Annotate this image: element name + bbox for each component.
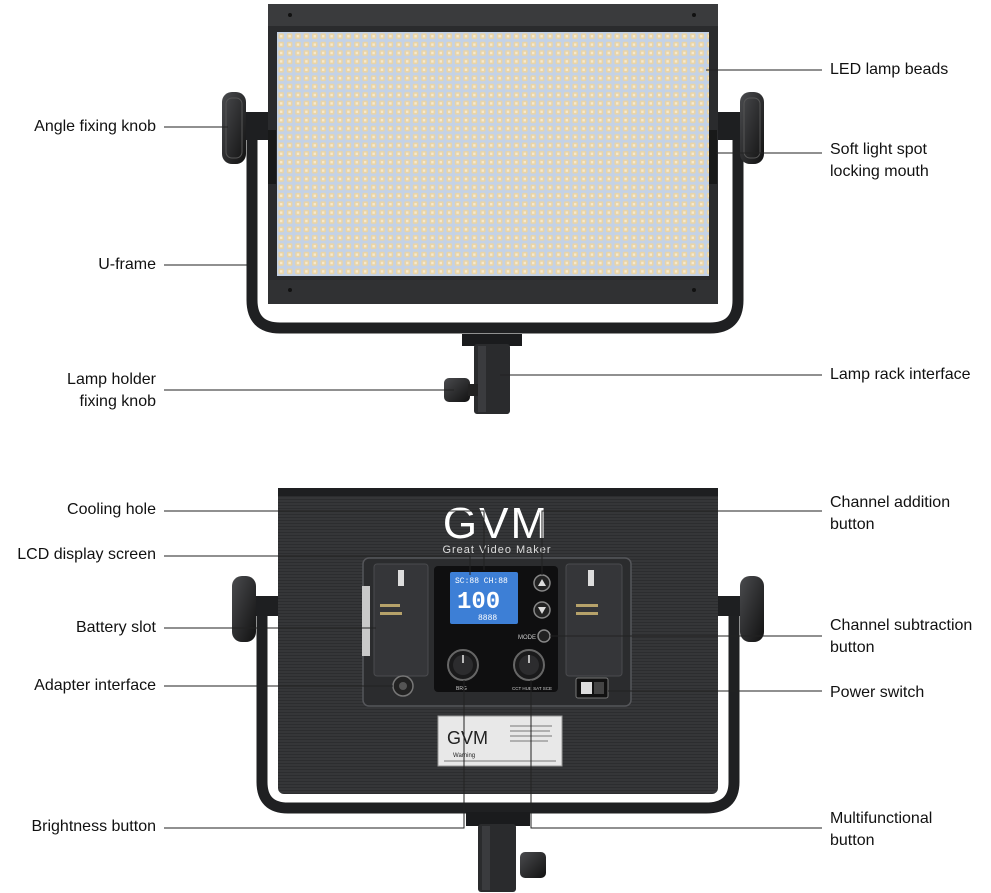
u-frame-front — [246, 122, 744, 334]
mode-button[interactable] — [537, 629, 551, 643]
leader-cooling-hole — [164, 510, 485, 570]
adapter-interface[interactable] — [392, 675, 414, 697]
leader-lcd — [164, 555, 471, 575]
brightness-knob[interactable] — [447, 649, 479, 681]
label-battery-slot: Battery slot — [75, 619, 156, 636]
mode-label: MODE — [518, 635, 536, 641]
label-channel-subtraction-button: Channel subtraction button — [830, 617, 973, 656]
label-brightness-button: Brightness button — [31, 818, 156, 835]
u-frame-back — [256, 600, 740, 814]
soft-light-locking-mouth — [268, 130, 276, 184]
multifunctional-knob[interactable] — [513, 649, 545, 681]
label-led-lamp-beads: LED lamp beads — [830, 61, 949, 78]
angle-fixing-knob-left — [222, 92, 246, 164]
channel-addition-button[interactable] — [533, 574, 551, 592]
lcd-display-screen — [450, 572, 518, 624]
lamp-holder-knob-front — [444, 378, 470, 402]
label-u-frame: U-frame — [98, 256, 156, 273]
front-view — [222, 4, 764, 414]
lcd-big-text: 100 — [457, 589, 500, 616]
lcd-top-text: SC:88 CH:88 — [455, 577, 508, 586]
label-cooling-hole: Cooling hole — [67, 501, 156, 518]
multifunctional-knob-label: CCT HUE SAT SCE — [512, 686, 552, 691]
label-multifunctional-button: Multifunctional button — [830, 810, 933, 849]
brand-logo: GVM — [443, 499, 549, 548]
angle-fixing-knob-right — [740, 92, 764, 164]
brightness-knob-label: BRG — [456, 686, 467, 692]
power-switch[interactable] — [575, 677, 609, 699]
brand-tagline: Great Video Maker — [442, 544, 551, 556]
label-lamp-holder-fixing-knob: Lamp holder fixing knob — [67, 371, 156, 410]
leader-multi — [530, 680, 822, 829]
label-power-switch: Power switch — [830, 684, 925, 701]
leader-brightness — [164, 680, 465, 829]
label-adapter-interface: Adapter interface — [34, 677, 156, 694]
leader-lines — [164, 69, 822, 829]
lamp-holder-knob-back — [520, 852, 546, 878]
lamp-rack-interface-front — [462, 334, 522, 346]
battery-slot-right — [565, 563, 623, 677]
lcd-bottom-text: 8888 — [478, 614, 497, 623]
plate-logo: GVM — [447, 728, 488, 748]
channel-subtraction-button[interactable] — [533, 601, 551, 619]
label-lamp-rack-interface: Lamp rack interface — [830, 366, 971, 383]
back-view: SC:88 CH:88 100 8888 MODE BRG CCT HUE SA… — [232, 488, 764, 892]
label-soft-light-spot: Soft light spot locking mouth — [830, 141, 929, 180]
label-lcd-display-screen: LCD display screen — [17, 546, 156, 563]
leader-channel-add — [541, 510, 822, 575]
led-lamp-beads-field — [277, 32, 709, 276]
label-channel-addition-button: Channel addition button — [830, 494, 951, 533]
label-angle-fixing-knob: Angle fixing knob — [34, 118, 156, 135]
